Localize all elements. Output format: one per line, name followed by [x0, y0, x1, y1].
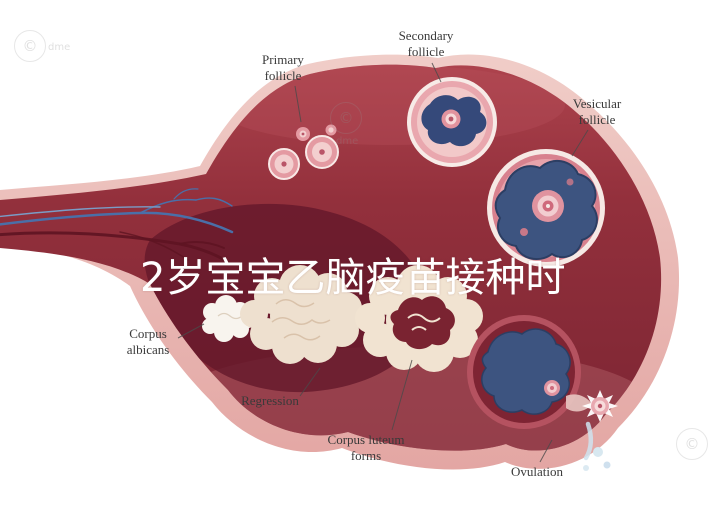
label-vesicular-follicle: Vesicular follicle: [572, 96, 622, 128]
ovulation-follicle: [467, 315, 592, 429]
fluid-droplets: [583, 421, 611, 471]
label-ovulation: Ovulation: [511, 464, 563, 479]
overlay-title: 2岁宝宝乙脑疫苗接种时: [140, 255, 566, 301]
vesicular-follicle: [487, 149, 605, 267]
label-primary-follicle: Primary follicle: [262, 52, 304, 84]
leader-lines: [177, 62, 589, 463]
label-corpus-luteum: Corpus luteum forms: [327, 432, 405, 464]
secondary-follicle: [407, 77, 497, 167]
primary-follicles: [268, 124, 339, 180]
label-corpus-albicans: Corpus albicans: [126, 326, 170, 358]
label-secondary-follicle: Secondary follicle: [398, 28, 454, 60]
label-regression: Regression: [241, 393, 299, 408]
blood-vessels: [0, 188, 234, 264]
released-egg: [582, 390, 618, 471]
corpus-luteum-forms: [355, 265, 483, 372]
corpus-luteum-regression: [240, 265, 362, 364]
